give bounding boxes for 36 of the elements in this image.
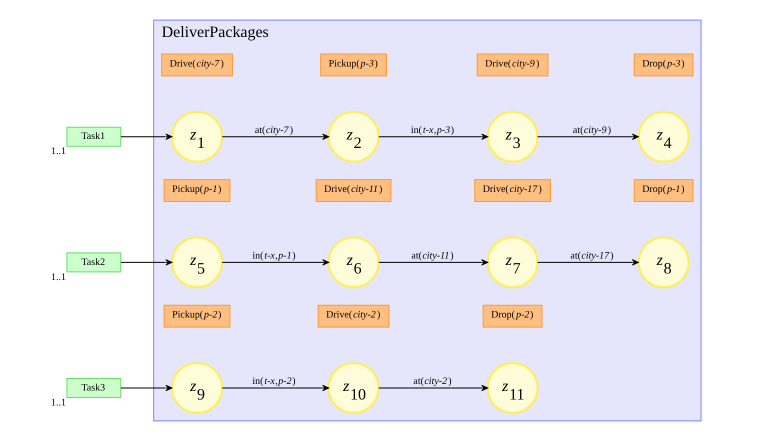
- arrow: [378, 134, 488, 140]
- arrow: [378, 259, 488, 266]
- node-box: Task3: [66, 378, 121, 398]
- node-box: Drop(p-1): [633, 179, 694, 202]
- edge-label: in(t-x,p-2): [252, 376, 296, 388]
- node-label: 1..1: [50, 146, 66, 158]
- node-box: Drop(p-3): [633, 54, 694, 76]
- node-box: Task1: [66, 126, 121, 147]
- edge-label: in(t-x,p-1): [252, 250, 296, 262]
- arrow: [120, 134, 172, 140]
- node-label: 1..1: [50, 272, 66, 283]
- arrow: [536, 259, 638, 266]
- edge-label: at(city-11): [410, 250, 454, 262]
- node-box: Drive(city-9): [476, 54, 548, 76]
- arrow: [120, 259, 172, 266]
- edge-label: at(city-7): [254, 124, 293, 136]
- arrow: [221, 259, 329, 266]
- node-box: Pickup(p-3): [320, 54, 386, 76]
- arrow: [120, 384, 172, 392]
- node-box: Drive(city-17): [474, 179, 550, 202]
- node-box: Pickup(p-1): [163, 179, 230, 202]
- edge-label: at(city-2): [412, 376, 452, 388]
- arrow: [536, 134, 638, 140]
- node-box: Task2: [66, 252, 121, 272]
- arrow: [221, 384, 329, 392]
- node-box: Pickup(p-2): [163, 304, 230, 328]
- node-box: Drive(city-2): [317, 304, 389, 328]
- edge-label: at(city-9): [572, 124, 611, 136]
- node-label: 1..1: [50, 397, 66, 408]
- arrow: [221, 134, 329, 140]
- node-box: Drive(city-7): [160, 54, 232, 76]
- arrow: [378, 384, 488, 392]
- node-box: Drive(city-11): [315, 179, 391, 202]
- node-box: Drop(p-2): [482, 304, 542, 328]
- edge-label: in(t-x,p-3): [410, 124, 454, 136]
- edge-label: at(city-17): [570, 250, 614, 262]
